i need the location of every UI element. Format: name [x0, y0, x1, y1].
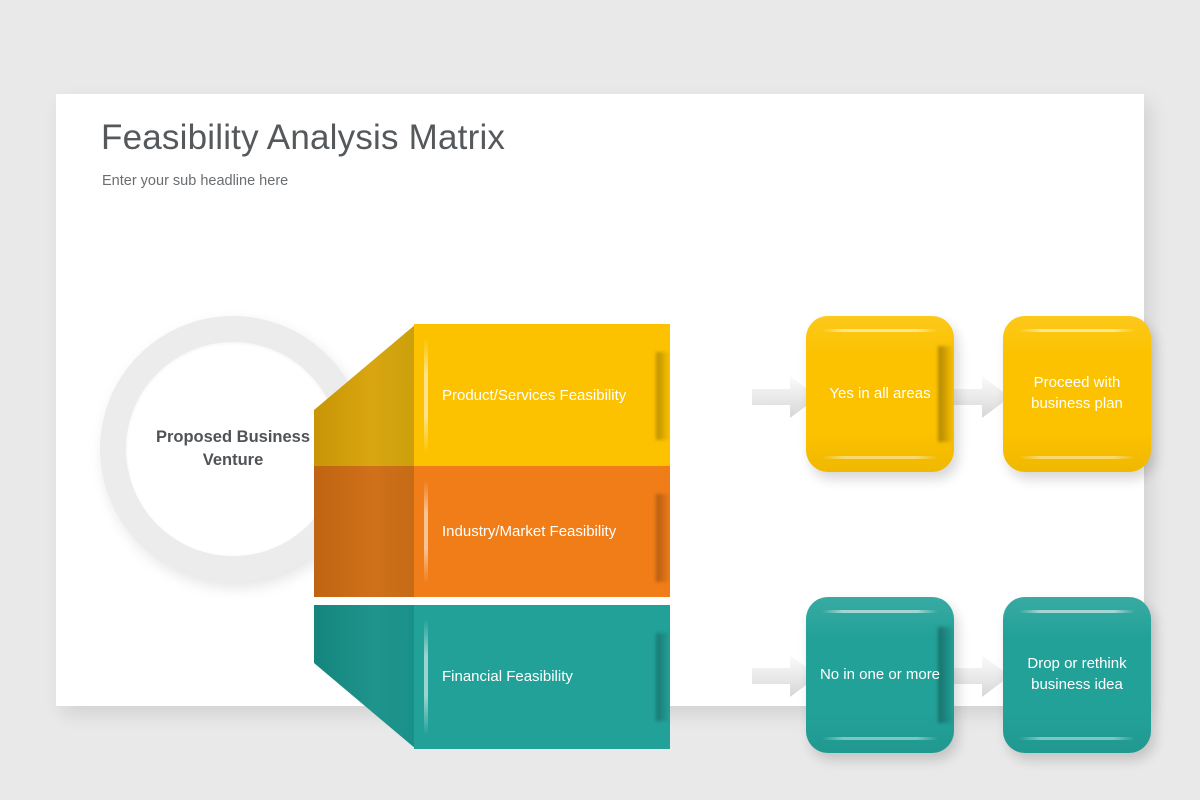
outcome-tile-proceed-with-business-plan[interactable]: Proceed with business plan [1003, 316, 1151, 472]
tile-highlight-top [822, 610, 938, 613]
branch-edge-shadow [656, 633, 670, 721]
arrow-right-icon [752, 376, 818, 418]
tile-highlight-top [1019, 610, 1135, 613]
tile-edge-shadow [938, 346, 954, 442]
tile-highlight-bottom [1019, 456, 1135, 459]
outcome-tile-no-in-one-or-more[interactable]: No in one or more [806, 597, 954, 753]
arrow-right-icon [944, 655, 1010, 697]
branch-label-product: Product/Services Feasibility [442, 387, 627, 405]
hub-label: Proposed Business Venture [155, 428, 311, 469]
tile-highlight-top [1019, 329, 1135, 332]
outcome-tile-drop-or-rethink-business-idea[interactable]: Drop or rethink business idea [1003, 597, 1151, 753]
branch-label-industry: Industry/Market Feasibility [442, 522, 617, 540]
branch-connector-product [314, 324, 416, 468]
tile-edge-shadow [938, 627, 954, 723]
branch-sheen [424, 338, 428, 454]
tile-shading [806, 597, 954, 753]
tile-highlight-bottom [1019, 737, 1135, 740]
branch-sheen [424, 619, 428, 735]
slide-card: Feasibility Analysis Matrix Enter your s… [56, 94, 1151, 753]
outcome-label-drop: Drop or rethink business idea [1027, 655, 1127, 693]
tile-highlight-bottom [822, 737, 938, 740]
page-subtitle: Enter your sub headline here [102, 173, 289, 189]
arrow-right-icon [752, 655, 818, 697]
branch-body-industry: Industry/Market Feasibility [414, 466, 670, 597]
branch-sheen [424, 480, 428, 583]
outcome-label-yes: Yes in all areas [829, 384, 931, 402]
tile-highlight-bottom [822, 456, 938, 459]
branch-connector-financial [314, 605, 416, 749]
hub-circle-inner: Proposed Business Venture [126, 342, 340, 556]
branch-body-product: Product/Services Feasibility [414, 324, 670, 468]
outcome-label-no: No in one or more [819, 665, 941, 683]
tile-shading [1003, 597, 1151, 753]
arrow-right-icon [944, 376, 1010, 418]
page-title: Feasibility Analysis Matrix [101, 118, 506, 157]
outcome-tile-yes-in-all-areas[interactable]: Yes in all areas [806, 316, 954, 472]
tile-shading [806, 316, 954, 472]
outcome-label-proceed: Proceed with business plan [1031, 374, 1123, 412]
branch-edge-shadow [656, 494, 670, 582]
branch-edge-shadow [656, 352, 670, 440]
branch-body-financial: Financial Feasibility [414, 605, 670, 749]
tile-highlight-top [822, 329, 938, 332]
branch-connector-industry [314, 466, 416, 597]
branch-label-financial: Financial Feasibility [442, 668, 573, 686]
tile-shading [1003, 316, 1151, 472]
